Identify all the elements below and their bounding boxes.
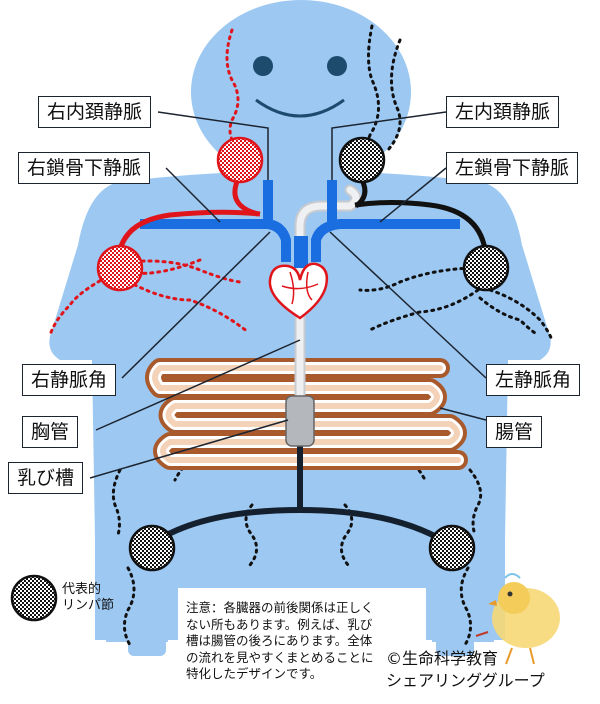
lymph-node-left-axilla: [462, 244, 510, 292]
lower-lymph-trunk: [148, 440, 457, 551]
label-left-subclavian: 左鎖骨下静脈: [446, 152, 579, 184]
mouth: [255, 98, 345, 118]
veins: [140, 180, 460, 268]
heart-icon: [268, 262, 329, 320]
right-eye: [327, 56, 347, 76]
lymph-node-right-axilla: [96, 244, 144, 292]
lymph-node-right-neck: [216, 136, 264, 184]
label-thoracic-duct: 胸管: [22, 416, 79, 448]
left-lymph-trunk: [354, 200, 489, 263]
label-left-internal-jugular: 左内頚静脈: [446, 96, 560, 128]
label-right-subclavian: 右鎖骨下静脈: [18, 152, 151, 184]
cisterna-chyli: [285, 395, 315, 447]
leader-lines: [89, 111, 487, 479]
label-cisterna-chyli: 乳び槽: [8, 462, 84, 494]
legend-node: [10, 574, 58, 622]
label-intestine: 腸管: [486, 416, 543, 448]
left-eye: [253, 56, 273, 76]
caution-note: 注意：各臓器の前後関係は正しく ない所もあります。例えば、乳び 槽は腸管の後ろに…: [178, 588, 426, 704]
thoracic-duct: [294, 184, 362, 406]
intestine-coil: [145, 358, 468, 470]
lymph-node-right-groin: [128, 524, 176, 572]
copyright-text: ©生命科学教育 シェアリンググループ: [386, 649, 545, 690]
right-lymph-trunk: [115, 209, 261, 266]
chick-doodle: [475, 573, 560, 665]
face: [253, 56, 347, 118]
lymph-nodes: [10, 136, 510, 622]
label-left-venous-angle: 左静脈角: [486, 364, 581, 396]
lymph-node-left-neck: [338, 136, 386, 184]
lymph-node-left-groin: [428, 524, 476, 572]
label-right-internal-jugular: 右内頚静脈: [38, 96, 152, 128]
legend-label: 代表的 リンパ節: [62, 582, 115, 613]
label-right-venous-angle: 右静脈角: [22, 364, 117, 396]
